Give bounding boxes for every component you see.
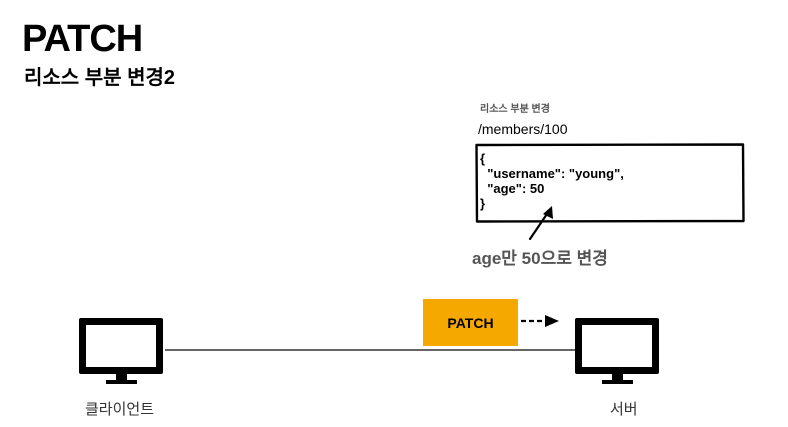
resource-path: /members/100 bbox=[478, 121, 568, 137]
json-line: "age": 50 bbox=[480, 181, 545, 196]
slide-subtitle: 리소스 부분 변경2 bbox=[24, 67, 176, 89]
json-line: } bbox=[480, 196, 486, 211]
json-box-border bbox=[475, 143, 745, 223]
resource-caption: 리소스 부분 변경 bbox=[480, 104, 550, 115]
server-label: 서버 bbox=[610, 401, 638, 418]
json-line: { bbox=[480, 151, 486, 166]
slide-title: PATCH bbox=[22, 18, 143, 60]
server-monitor-icon bbox=[575, 318, 659, 384]
request-arrow bbox=[521, 315, 559, 327]
patch-method-badge: PATCH bbox=[423, 299, 518, 346]
annotation-text: age만 50으로 변경 bbox=[472, 249, 608, 268]
client-monitor-icon bbox=[79, 318, 163, 384]
json-body: { "username": "young", "age": 50 } bbox=[480, 151, 624, 211]
client-label: 클라이언트 bbox=[85, 401, 155, 418]
patch-method-label: PATCH bbox=[447, 314, 494, 331]
json-line: "username": "young", bbox=[480, 166, 624, 181]
annotation-arrow bbox=[528, 206, 553, 241]
